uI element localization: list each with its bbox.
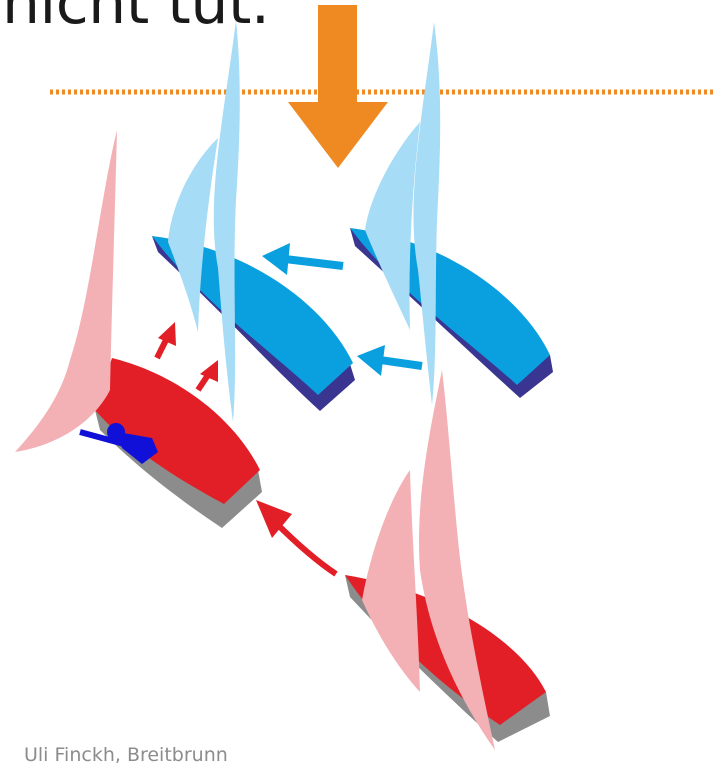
direction-arrow-icon — [357, 345, 422, 376]
blue-boat-right-sail-back — [365, 122, 420, 330]
red-boat-right-sail-back — [362, 470, 420, 692]
wind-arrow-icon — [288, 5, 388, 168]
red-boat-right — [345, 370, 550, 750]
slide-footer-credit: Uli Finckh, Breitbrunn — [24, 744, 228, 766]
blue-boat-right-sail — [413, 22, 440, 405]
blue-boat-left-sail-back — [168, 138, 218, 332]
direction-arrow-icon — [256, 500, 336, 574]
direction-arrow-icon — [157, 322, 176, 358]
direction-arrow-icon — [262, 243, 343, 275]
direction-arrow-icon — [198, 360, 218, 390]
